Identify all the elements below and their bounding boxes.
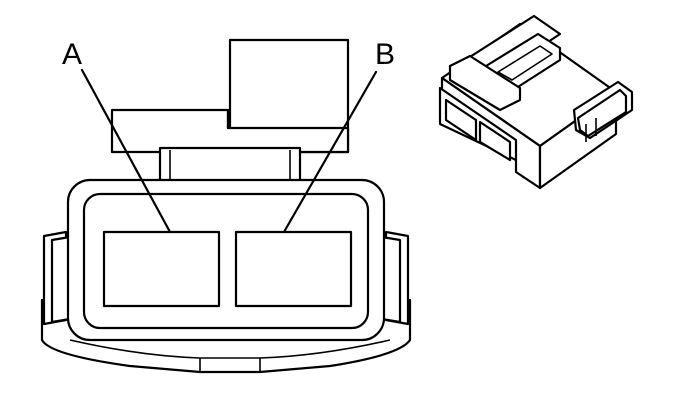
iso-latch-tab [448, 54, 522, 112]
label-a: A [62, 38, 82, 71]
iso-side-clip-inner [576, 88, 628, 138]
terminal-cavity-b [234, 230, 353, 308]
flange-inner-edge [69, 339, 391, 359]
connector-face-view [40, 38, 412, 374]
iso-cavity-b [478, 120, 512, 162]
leader-line-b [282, 70, 378, 234]
connector-isometric-view [438, 14, 634, 190]
iso-latch-slot [497, 45, 553, 81]
terminal-cavity-a [102, 230, 221, 308]
callouts: A B [62, 38, 395, 234]
leader-line-a [80, 68, 172, 234]
label-b: B [375, 38, 395, 71]
iso-cavity-a [444, 98, 478, 142]
